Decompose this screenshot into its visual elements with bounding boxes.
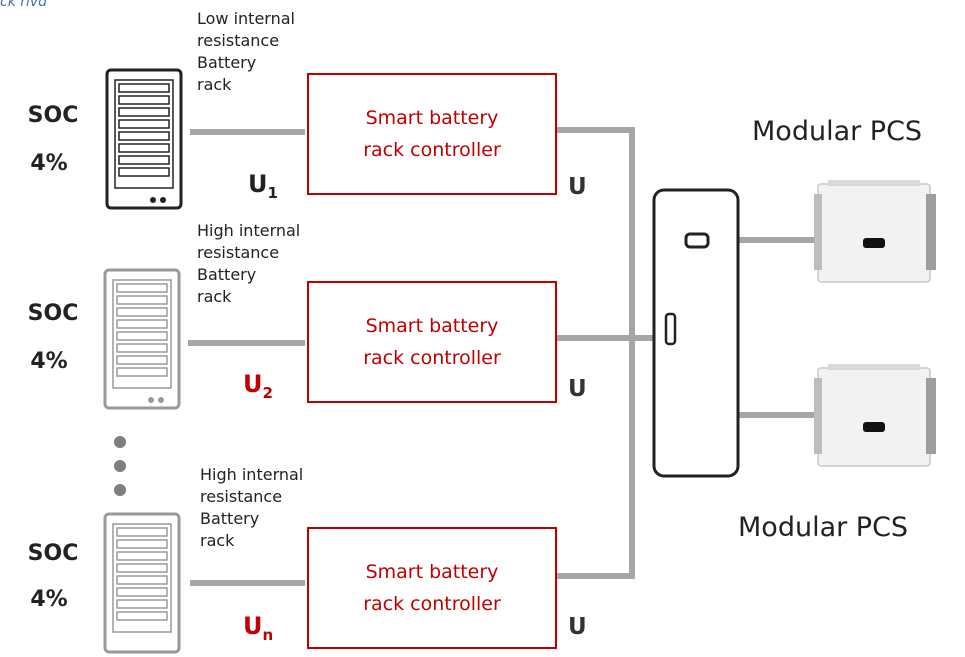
- soc-value-1: 4%: [30, 151, 68, 176]
- ellipsis-dots-icon: [114, 436, 126, 496]
- voltage-u1: U1: [248, 170, 278, 202]
- battery-rack-icon: [103, 512, 181, 654]
- corner-caption: ck rlvd: [0, 0, 48, 10]
- voltage-un: Un: [243, 612, 274, 644]
- soc-value-2: 4%: [30, 349, 68, 374]
- pcs-label-top: Modular PCS: [752, 116, 923, 147]
- battery-rack-icon: [103, 268, 181, 410]
- pcs-unit-icon: [814, 180, 936, 283]
- soc-value-3: 4%: [30, 587, 68, 612]
- battery-rack-icon: [105, 68, 183, 210]
- pcs-label-bottom: Modular PCS: [738, 512, 909, 543]
- combiner-cabinet-icon: [652, 188, 740, 478]
- output-voltage-1: U: [568, 174, 587, 200]
- soc-label-1: SOC: [27, 103, 79, 128]
- output-voltage-2: U: [568, 376, 587, 402]
- soc-label-3: SOC: [27, 541, 79, 566]
- soc-label-2: SOC: [27, 301, 79, 326]
- output-voltage-3: U: [568, 614, 587, 640]
- voltage-u2: U2: [243, 370, 273, 402]
- pcs-unit-icon: [814, 364, 936, 467]
